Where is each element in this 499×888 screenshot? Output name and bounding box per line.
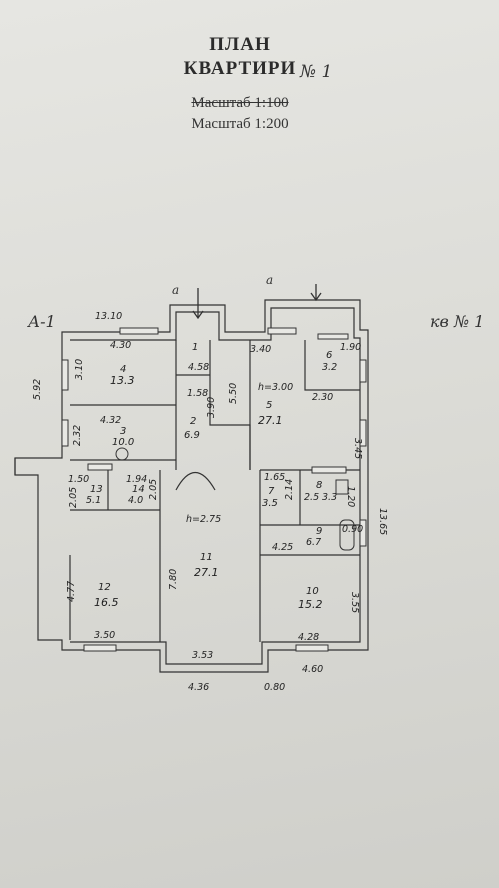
room-2-no: 2	[190, 416, 196, 427]
room-11-height: h=2.75	[186, 514, 221, 525]
window	[83, 644, 117, 652]
room-9-width: 4.25	[272, 542, 293, 553]
plan-subtitle: КВАРТИРИ	[183, 58, 297, 79]
room-5-no: 5	[266, 400, 272, 411]
room-12-width: 3.50	[94, 630, 115, 641]
dim-bottom-left: 4.36	[188, 682, 209, 693]
room-10-width: 4.28	[298, 632, 319, 643]
room-10-no: 10	[306, 586, 319, 597]
stove-icon	[115, 447, 129, 461]
apartment-number: № 1	[300, 62, 333, 82]
room-10-area: 15.2	[298, 598, 323, 611]
room-4-area: 13.3	[110, 374, 135, 387]
window	[359, 419, 367, 447]
dim-120: 1.20	[345, 486, 356, 507]
dim-left: 5.92	[32, 379, 43, 400]
dim-top: 13.10	[95, 311, 122, 322]
room-2-area: 6.9	[184, 430, 200, 441]
dim-345: 3.45	[352, 438, 363, 459]
axis-label-b: а	[266, 273, 274, 287]
room-5-depth: 5.50	[228, 383, 239, 404]
room-8-dim: 3.3	[322, 492, 337, 503]
room-4-width: 4.30	[110, 340, 131, 351]
room-9-dim: 0.90	[342, 524, 363, 535]
toilet-icon	[335, 479, 349, 495]
window	[119, 327, 159, 335]
arch-opening	[175, 472, 216, 491]
window	[295, 644, 329, 652]
room-6-width: 1.90	[340, 342, 361, 353]
dim-right: 13.65	[377, 508, 388, 535]
room-13-width: 1.50	[68, 474, 89, 485]
room-11-width: 3.53	[192, 650, 213, 661]
window	[311, 466, 347, 474]
room-5-height: h=3.00	[258, 382, 293, 393]
room-11-depth: 7.80	[168, 569, 179, 590]
room-14-no: 14	[132, 484, 145, 495]
partition	[304, 340, 360, 391]
apartment-mark: кв № 1	[430, 312, 485, 331]
entrance-arrow-icon	[192, 288, 204, 320]
scale-current: Масштаб 1:200	[191, 116, 289, 132]
entrance-arrow-icon	[310, 284, 322, 302]
room-4-depth: 3.10	[74, 359, 85, 380]
room-13-area: 5.1	[86, 495, 101, 506]
window	[359, 359, 367, 383]
room-12-depth: 4.77	[66, 581, 77, 602]
room-4-no: 4	[120, 364, 126, 375]
room-1-no: 1	[192, 342, 198, 353]
window	[359, 519, 367, 547]
room-3-area: 10.0	[112, 437, 134, 448]
room-3-width: 4.32	[100, 415, 121, 426]
room-14-depth: 2.05	[148, 479, 159, 500]
room-7-no: 7	[268, 486, 275, 497]
scale-crossed-out: Масштаб 1:100	[191, 95, 289, 111]
room-7-depth: 2.14	[284, 479, 295, 500]
room-14-width: 1.94	[126, 474, 147, 485]
room-6-depth: 2.30	[312, 392, 333, 403]
window	[267, 327, 297, 335]
room-9-area: 6.7	[306, 537, 321, 548]
room-7-area: 3.5	[262, 498, 278, 509]
room-8-no: 8	[316, 480, 322, 491]
room-11-area: 27.1	[194, 566, 219, 579]
room-12-no: 12	[98, 582, 111, 593]
axis-label-a: а	[172, 283, 180, 297]
room-11-no: 11	[200, 552, 213, 563]
window	[87, 463, 113, 471]
room-8-area: 2.5	[304, 492, 319, 503]
dim-bottom-right: 4.60	[302, 664, 323, 675]
bathtub	[339, 519, 355, 551]
outer-wall	[14, 299, 369, 673]
room-3-no: 3	[120, 426, 126, 437]
litera-label: А-1	[28, 312, 56, 331]
window	[61, 419, 69, 447]
room-1-dim: 1.58	[187, 388, 208, 399]
room-5-width: 3.40	[250, 344, 271, 355]
room-13-no: 13	[90, 484, 103, 495]
room-14-area: 4.0	[128, 495, 143, 506]
room-6-no: 6	[326, 350, 332, 361]
window	[317, 333, 349, 340]
dim-bottom-mid: 0.80	[264, 682, 285, 693]
room-2-dim: 3.90	[206, 397, 217, 418]
room-7-width: 1.65	[264, 472, 285, 483]
room-5-area: 27.1	[258, 414, 283, 427]
room-13-depth: 2.05	[68, 487, 79, 508]
room-9-no: 9	[316, 526, 322, 537]
room-12-area: 16.5	[94, 596, 119, 609]
room-1-area: 4.58	[188, 362, 209, 373]
window	[61, 359, 69, 391]
room-10-depth: 3.55	[349, 592, 360, 613]
plan-title: ПЛАН	[209, 34, 271, 55]
room-3-depth: 2.32	[72, 425, 83, 446]
room-6-area: 3.2	[322, 362, 337, 373]
